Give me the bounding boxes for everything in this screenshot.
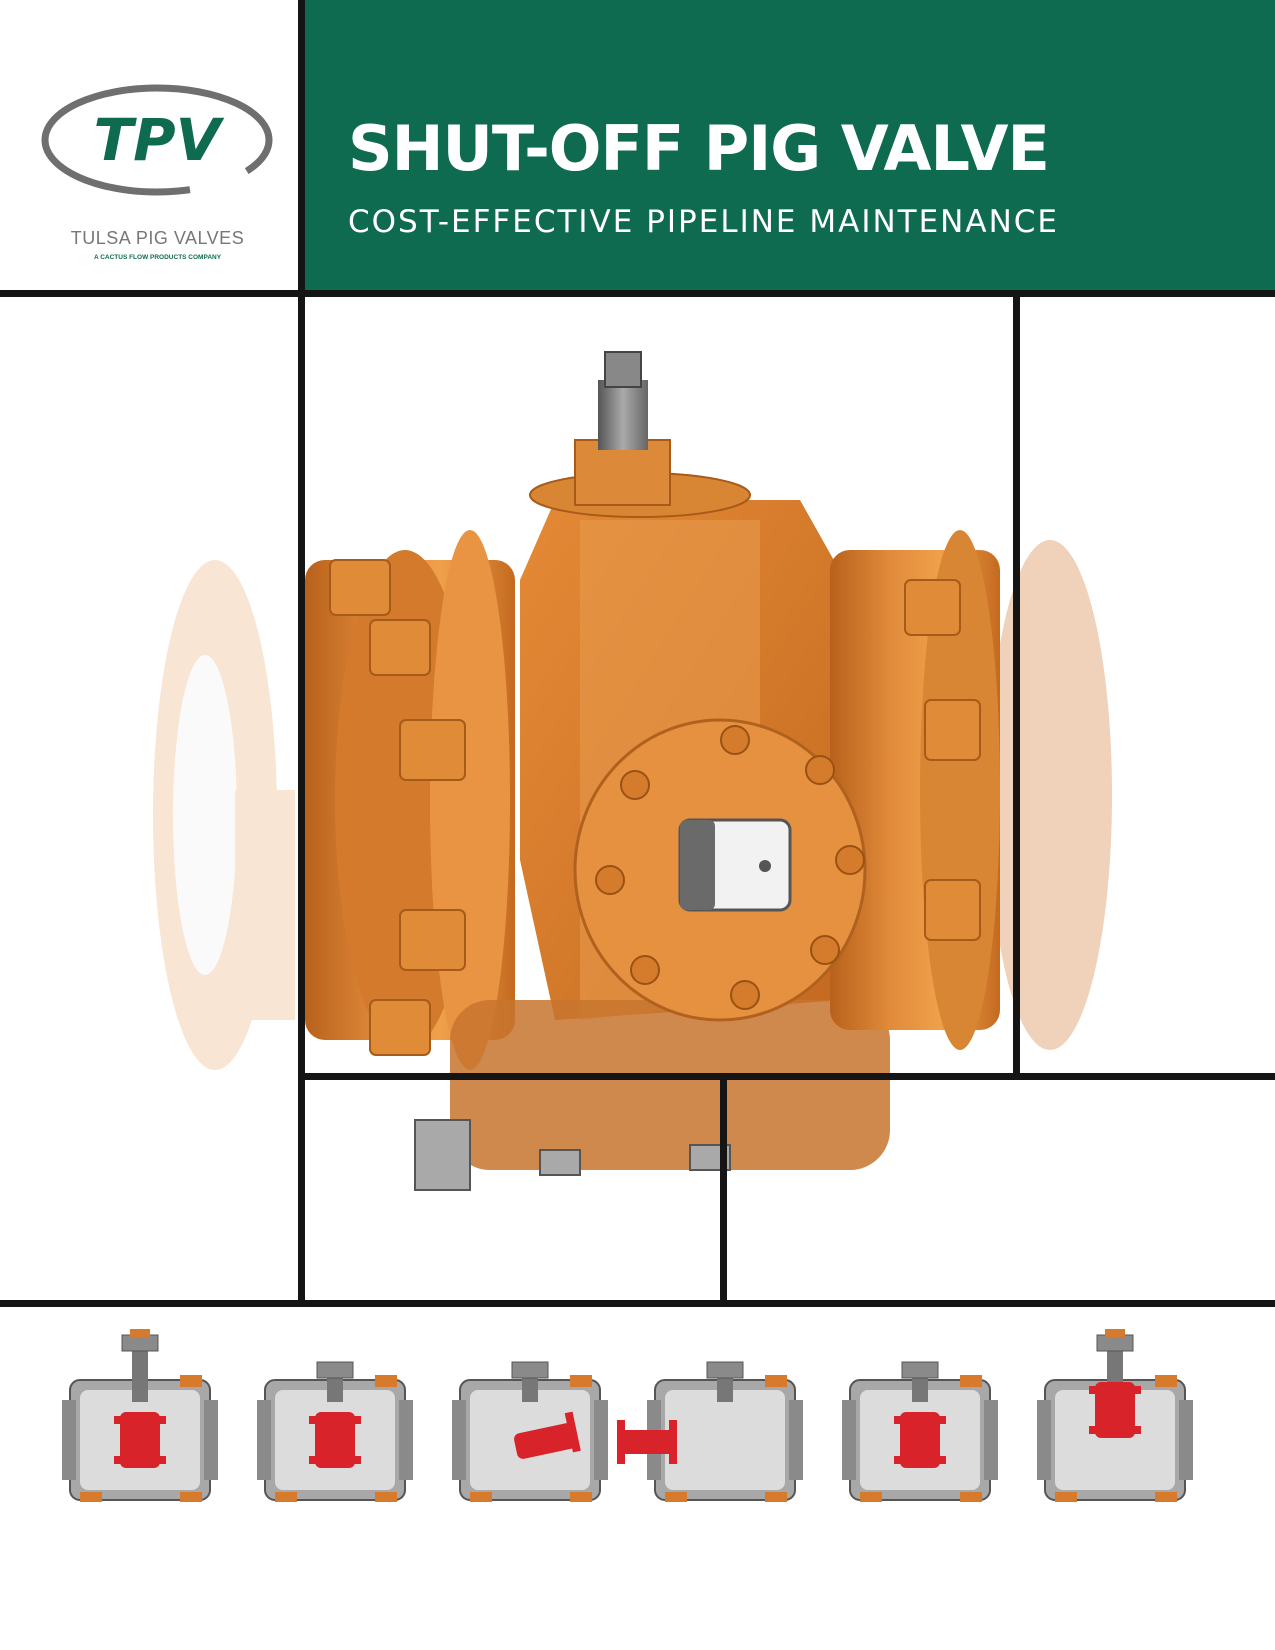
top-stem-hardware (574, 351, 671, 506)
trunnion-cover (573, 718, 867, 1022)
valve-cutaway-step-4 (617, 1361, 803, 1502)
company-logo: TPV TULSA PIG VALVES A CACTUS FLOW PRODU… (40, 78, 275, 278)
tpv-logo-mark: TPV (40, 83, 274, 197)
page-title: SHUT-OFF PIG VALVE (348, 112, 1050, 185)
page-subtitle: COST-EFFECTIVE PIPELINE MAINTENANCE (348, 204, 1059, 240)
valve-cutaway-step-1 (62, 1329, 218, 1502)
bottom-frame-line (0, 1300, 1275, 1307)
company-name: TULSA PIG VALVES (70, 228, 245, 248)
right-bonnet-flange (830, 530, 1000, 1050)
bottom-hardware (414, 1119, 731, 1191)
valve-illustration (153, 351, 1112, 1191)
right-flange-faded (988, 540, 1112, 1050)
valve-cutaway-step-2 (257, 1361, 413, 1502)
mid-horizontal-line (298, 1073, 1275, 1080)
logo-mark-text: TPV (94, 106, 225, 174)
valve-cutaway-step-6 (1037, 1329, 1193, 1502)
vertical-divider-header (298, 0, 305, 295)
right-frame-line (1013, 290, 1020, 1080)
company-tagline: A CACTUS FLOW PRODUCTS COMPANY (93, 254, 222, 261)
left-frame-line (298, 290, 305, 1305)
left-flange-faded (153, 560, 295, 1070)
valve-cutaway-step-3 (452, 1361, 608, 1502)
left-bonnet-flange (305, 530, 515, 1070)
valve-cutaway-step-5 (842, 1361, 998, 1502)
operation-sequence (62, 1329, 1193, 1502)
mid-vertical-line (720, 1073, 727, 1305)
horizontal-divider-header (0, 290, 1275, 297)
header-band (305, 0, 1275, 295)
